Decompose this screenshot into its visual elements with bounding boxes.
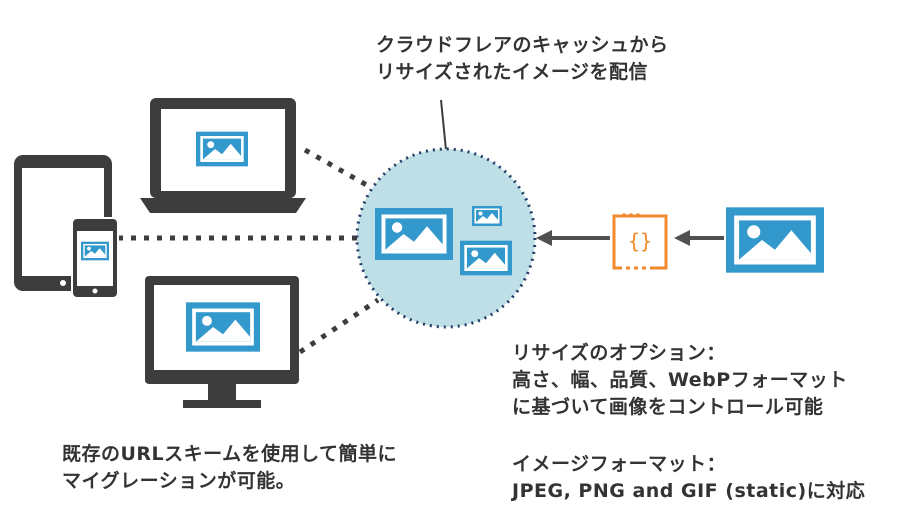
image-format-line1: JPEG, PNG and GIF (static)に対応 (512, 480, 866, 502)
connector-lines (118, 147, 380, 355)
resize-options-line2: に基づいて画像をコントロール可能 (512, 396, 824, 418)
svg-text:{}: {} (628, 229, 652, 253)
flow-arrows (536, 230, 724, 246)
connector-monitor (298, 297, 380, 355)
cache-small-image-icon (472, 206, 502, 226)
cache-caption-line1: クラウドフレアのキャッシュから (376, 34, 669, 56)
monitor-icon (145, 276, 299, 408)
url-caption-line1: 既存のURLスキームを使用して簡単に (62, 443, 398, 465)
cache-circle (355, 147, 537, 329)
image-format-title: イメージフォーマット： (512, 453, 727, 475)
resize-options-line1: 高さ、幅、品質、WebPフォーマット (512, 369, 848, 391)
phone-icon (71, 217, 119, 299)
source-image-icon (726, 207, 824, 273)
resize-options-title: リサイズのオプション： (512, 342, 726, 364)
url-caption-line2: マイグレーションが可能。 (62, 470, 296, 492)
worker-code-icon: {} (612, 213, 668, 270)
cache-caption-line2: リサイズされたイメージを配信 (376, 61, 649, 83)
connector-laptop (303, 147, 374, 191)
cache-large-image-icon (375, 208, 453, 260)
callout-line (440, 99, 447, 151)
laptop-icon (140, 98, 306, 213)
cache-medium-image-icon (460, 240, 512, 276)
